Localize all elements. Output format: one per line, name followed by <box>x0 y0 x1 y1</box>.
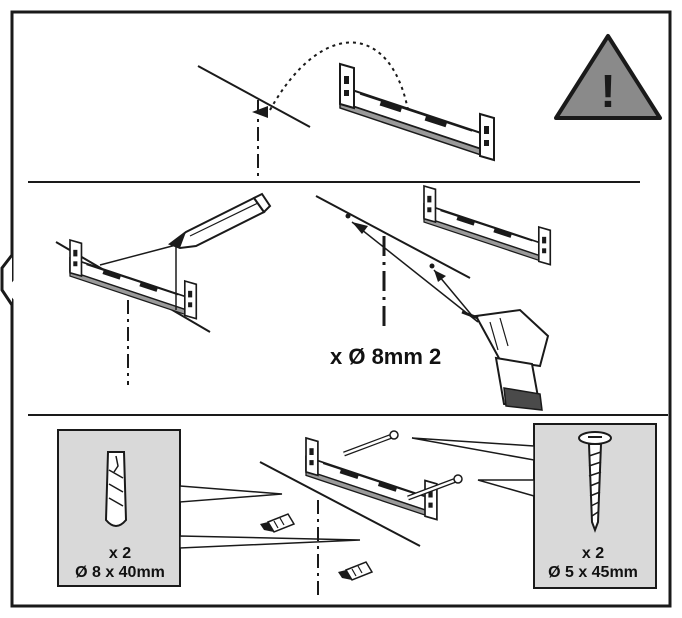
plug-upper <box>259 513 295 533</box>
screw-quantity: x 2 <box>581 545 605 562</box>
screw-callout-upper <box>411 437 535 461</box>
plug-lower <box>337 561 373 581</box>
plug-callout-lower <box>179 535 361 549</box>
placement-path <box>269 41 409 111</box>
step-1-position-bracket <box>197 41 495 180</box>
step-3-fix-bracket <box>57 423 657 600</box>
drill-size-label: x Ø 8mm 2 <box>330 344 442 369</box>
frame-notch <box>0 254 14 306</box>
bracket-2 <box>69 239 198 320</box>
wall-line <box>197 65 311 128</box>
bracket-3 <box>423 185 552 266</box>
bracket-4 <box>305 437 438 521</box>
drill-arrow-icon <box>352 222 368 234</box>
drill-icon <box>461 308 550 411</box>
wall-plug-icon <box>104 451 128 527</box>
wall-line <box>315 195 471 279</box>
step-2-mark-holes <box>55 192 272 385</box>
bracket-1 <box>339 63 495 161</box>
screw-callout-lower <box>477 479 535 497</box>
mark-arrow-icon <box>252 106 268 118</box>
plug-callout-upper <box>179 485 283 503</box>
step-2-drill-holes <box>315 185 552 411</box>
warning-triangle-icon: ! <box>554 34 662 120</box>
screw-size: Ø 5 x 45mm <box>548 564 638 581</box>
screw-icon <box>578 431 612 533</box>
screw-upper <box>344 431 398 454</box>
wall-line <box>259 461 421 547</box>
pencil-icon <box>167 192 272 250</box>
wall-plug-size: Ø 8 x 40mm <box>75 564 165 581</box>
wall-plug-quantity: x 2 <box>108 545 132 562</box>
warning-symbol: ! <box>600 65 615 117</box>
